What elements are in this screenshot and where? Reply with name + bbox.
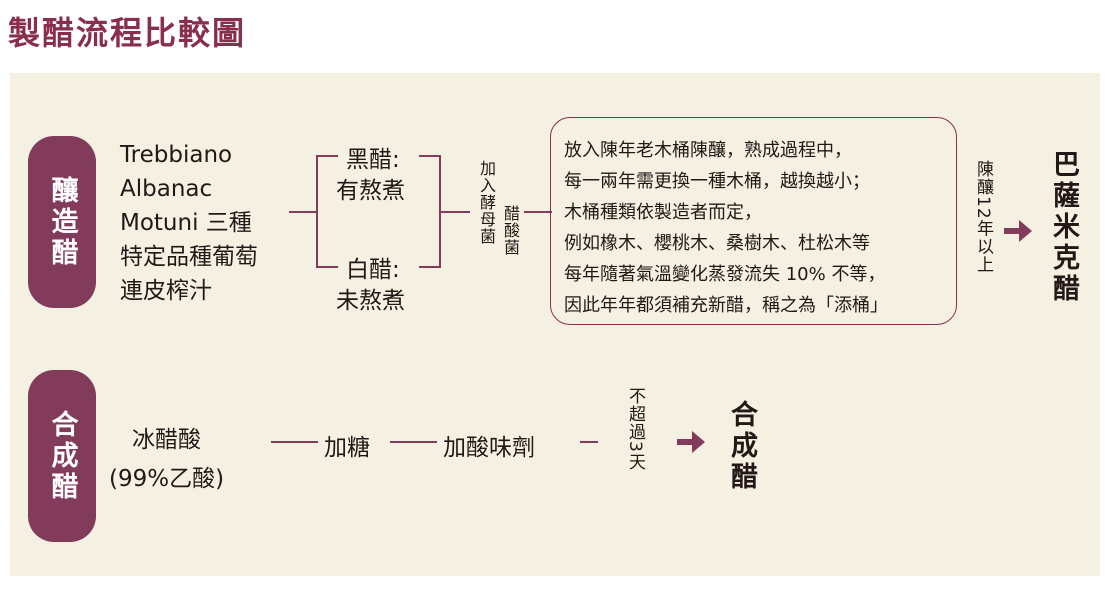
process-line: 每年隨著氣溫變化蒸發流失 10% 不等， (564, 264, 886, 285)
black-vinegar-desc: 有熬煮 (336, 178, 405, 204)
aging-process-box: 放入陳年老木桶陳釀，熟成過程中， 每一兩年需更換一種木桶，越換越小； 木桶種類依… (550, 117, 957, 325)
process-line: 每一兩年需更換一種木桶，越換越小； (564, 171, 870, 192)
glacial-acetic-acid-text: 冰醋酸 (132, 427, 201, 453)
process-line: 例如橡木、櫻桃木、桑樹木、杜松木等 (564, 233, 870, 254)
acetic-bacteria-text: 醋酸菌 (501, 205, 520, 256)
synthetic-vinegar-result: 合成醋 (726, 400, 757, 493)
add-yeast-text: 加入酵母菌 (477, 160, 496, 245)
arrow-icon-balsamic (1004, 220, 1032, 242)
synthetic-vinegar-label: 合成醋 (46, 409, 78, 503)
grape-ingredients: Trebbiano Albanac Motuni 三種 特定品種葡萄 連皮榨汁 (120, 138, 258, 308)
white-vinegar-label: 白醋: (346, 257, 400, 283)
process-line: 木桶種類依製造者而定， (564, 202, 762, 223)
ingredient-line: 特定品種葡萄 (120, 244, 258, 270)
brewed-vinegar-badge: 釀造醋 (28, 136, 96, 308)
arrow-icon-synthetic (677, 431, 705, 453)
acetic-acid-percent-text: (99%乙酸) (109, 466, 225, 492)
black-vinegar-label: 黑醋: (346, 147, 400, 173)
page-title: 製醋流程比較圖 (8, 14, 247, 52)
ingredient-line: Trebbiano (120, 142, 233, 168)
ingredient-line: Albanac (120, 176, 213, 202)
ingredient-line: Motuni 三種 (120, 210, 252, 236)
add-acidulant-step: 加酸味劑 (443, 435, 535, 461)
duration-limit-text: 不超過3天 (625, 387, 645, 471)
ingredient-line: 連皮榨汁 (120, 278, 212, 304)
aging-duration-text: 陳釀12年以上 (973, 160, 993, 274)
white-vinegar-desc: 未熬煮 (336, 288, 405, 314)
balsamic-vinegar-result: 巴薩米克醋 (1048, 150, 1079, 305)
process-line: 因此年年都須補充新醋，稱之為「添桶」 (564, 295, 888, 316)
add-sugar-step: 加糖 (324, 435, 370, 461)
brewed-vinegar-label: 釀造醋 (46, 175, 78, 269)
synthetic-vinegar-badge: 合成醋 (28, 370, 96, 542)
process-line: 放入陳年老木桶陳釀，熟成過程中， (564, 140, 852, 161)
